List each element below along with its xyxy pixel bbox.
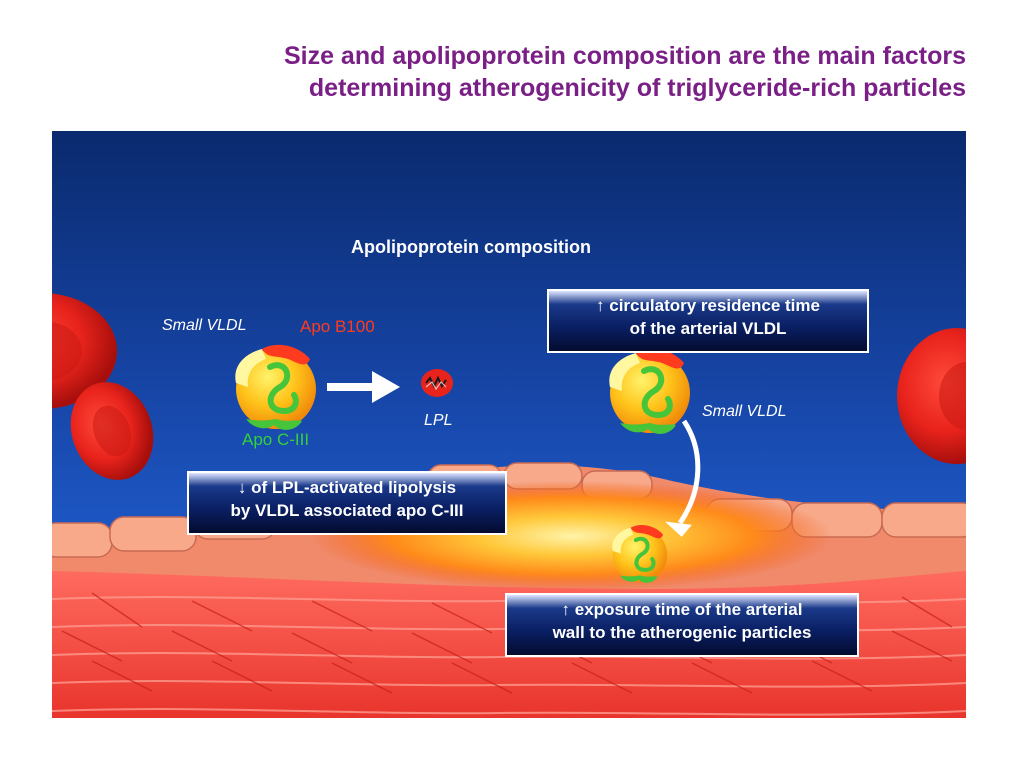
lipolysis-line-2: by VLDL associated apo C-III bbox=[230, 501, 464, 520]
slide-title-line-2: determining atherogenicity of triglyceri… bbox=[308, 74, 966, 102]
residence-time-line-2: of the arterial VLDL bbox=[629, 319, 787, 338]
slide-title-line-1: Size and apolipoprotein composition are … bbox=[283, 42, 966, 70]
apo-c3-label: Apo C-III bbox=[242, 430, 310, 449]
artery-diagram: Apolipoprotein composition Small VLDL Ap… bbox=[52, 131, 966, 718]
arrow-right-icon bbox=[327, 371, 400, 403]
lpl-enzyme-icon bbox=[421, 369, 453, 397]
lpl-label: LPL bbox=[424, 412, 453, 429]
arrow-curve-down-icon bbox=[677, 419, 701, 525]
exposure-time-line-2: wall to the atherogenic particles bbox=[552, 623, 812, 642]
apo-b100-label: Apo B100 bbox=[300, 317, 375, 336]
slide-title: Size and apolipoprotein composition are … bbox=[66, 40, 966, 104]
red-blood-cell bbox=[52, 293, 117, 409]
residence-time-box: ↑ circulatory residence time of the arte… bbox=[547, 289, 869, 353]
small-vldl-label-left: Small VLDL bbox=[162, 317, 247, 334]
small-vldl-label-right: Small VLDL bbox=[702, 403, 787, 420]
residence-time-line-1: ↑ circulatory residence time bbox=[596, 296, 820, 315]
exposure-time-box: ↑ exposure time of the arterial wall to … bbox=[505, 593, 859, 657]
red-blood-cell bbox=[897, 328, 966, 464]
lipolysis-box: ↓ of LPL-activated lipolysis by VLDL ass… bbox=[187, 471, 507, 535]
diagram-heading: Apolipoprotein composition bbox=[351, 237, 591, 257]
lipolysis-line-1: ↓ of LPL-activated lipolysis bbox=[237, 478, 457, 497]
exposure-time-line-1: ↑ exposure time of the arterial bbox=[561, 600, 803, 619]
